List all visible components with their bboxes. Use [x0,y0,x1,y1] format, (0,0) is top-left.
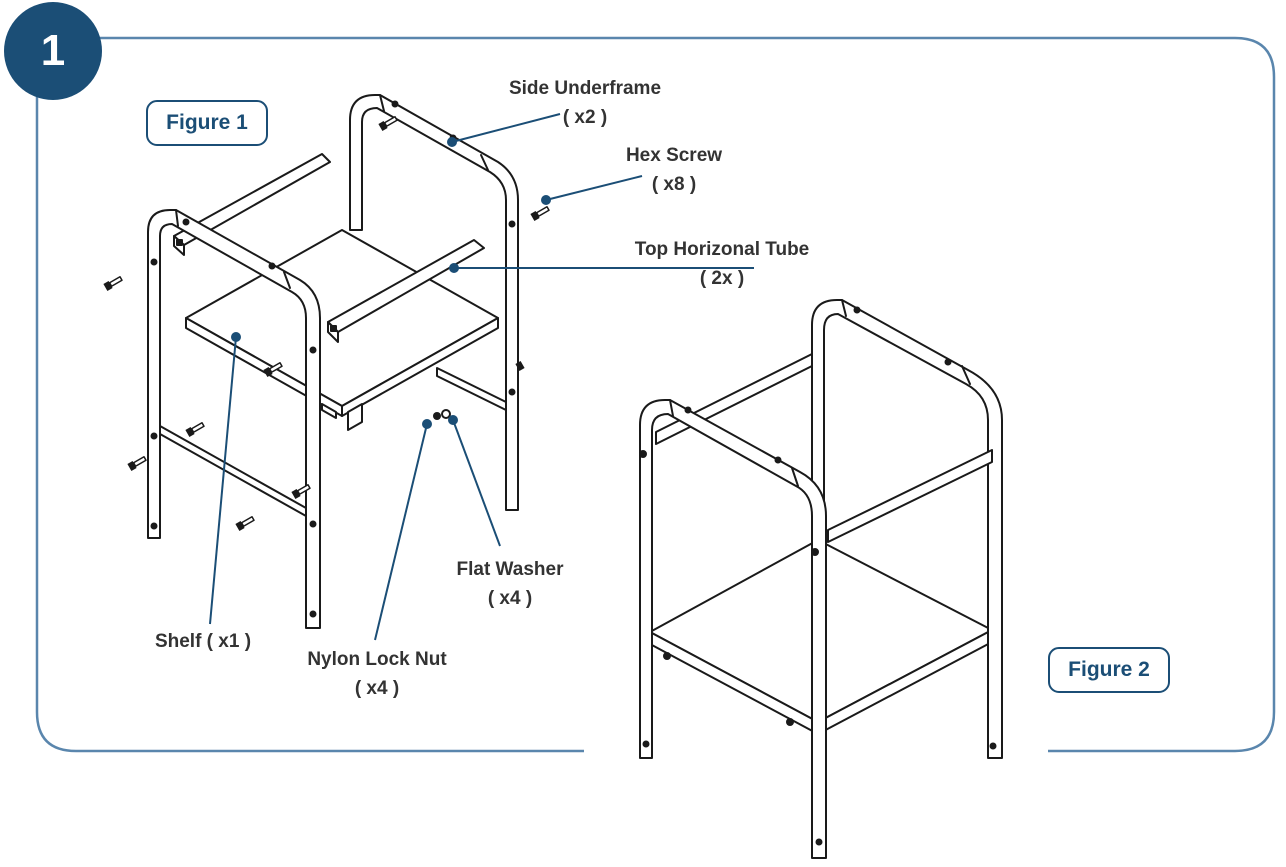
leader-nut [374,423,428,641]
figure1-label: Figure 1 [146,100,268,146]
frame-border [35,36,1276,753]
callout-hex-screw-qty: ( x8 ) [651,174,697,195]
callout-nylon-lock-nut-name: Nylon Lock Nut [307,649,447,670]
front-side-underframe [147,209,321,629]
callout-top-tube: Top Horizonal Tube ( 2x ) [612,235,832,293]
leader-side-underframe [451,113,561,143]
callout-nylon-lock-nut: Nylon Lock Nut ( x4 ) [292,645,462,703]
callout-shelf-name: Shelf ( x1 ) [154,631,252,652]
callout-side-underframe-name: Side Underframe [508,78,662,99]
figure2-label: Figure 2 [1048,647,1170,693]
leader-hex-screw [545,175,643,201]
callout-nylon-lock-nut-qty: ( x4 ) [354,678,400,699]
callout-shelf: Shelf ( x1 ) [140,627,266,656]
step-number-badge: 1 [4,2,102,100]
callout-side-underframe: Side Underframe ( x2 ) [490,74,680,132]
back-side-underframe [349,94,519,511]
leader-washer [452,419,501,547]
callout-side-underframe-qty: ( x2 ) [562,107,608,128]
callout-hex-screw: Hex Screw ( x8 ) [604,141,744,199]
hex-screws [103,116,550,531]
callout-hex-screw-name: Hex Screw [625,145,723,166]
leader-shelf [209,336,237,625]
callout-flat-washer: Flat Washer ( x4 ) [440,555,580,613]
callout-flat-washer-qty: ( x4 ) [487,588,533,609]
callout-flat-washer-name: Flat Washer [456,559,564,580]
callout-top-tube-qty: ( 2x ) [699,268,745,289]
nylon-lock-nut-part [433,412,441,420]
callout-top-tube-name: Top Horizonal Tube [634,239,810,260]
flat-washer-part [441,409,451,419]
